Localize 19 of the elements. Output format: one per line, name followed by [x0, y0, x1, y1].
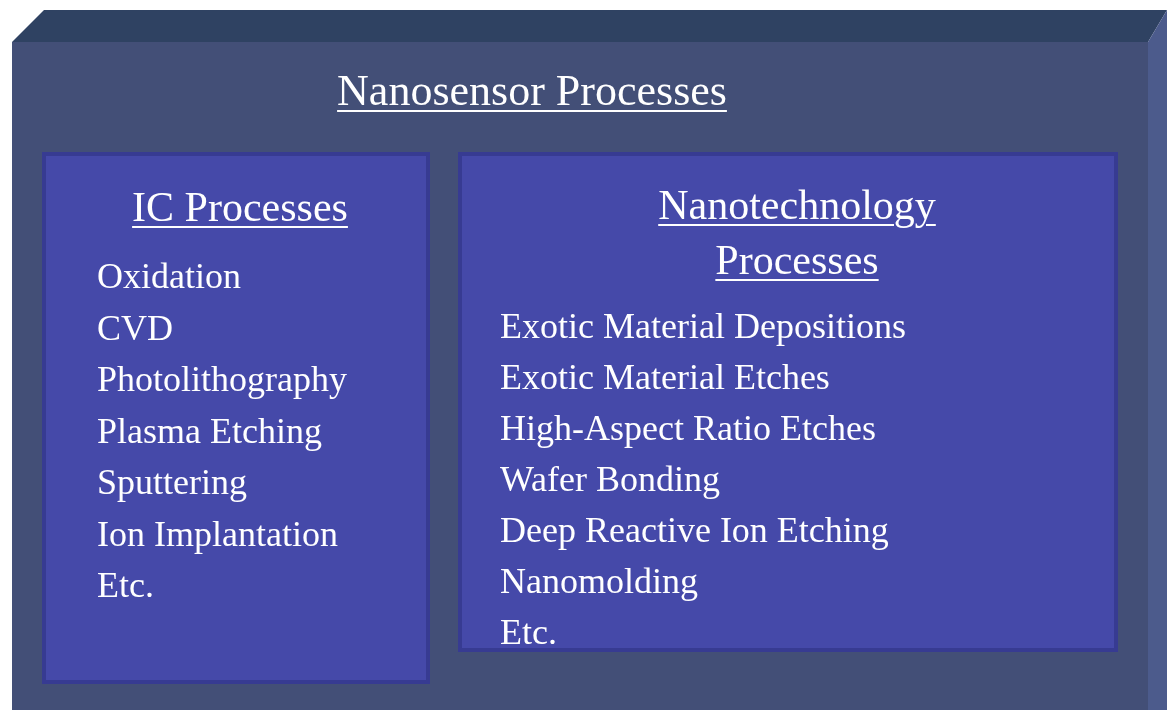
- list-item: Ion Implantation: [97, 513, 338, 555]
- panel-box: [458, 152, 1118, 652]
- list-item: Etc.: [97, 565, 154, 607]
- list-item: Plasma Etching: [97, 410, 322, 452]
- panel-box: [42, 152, 430, 684]
- list-item: Exotic Material Etches: [500, 357, 830, 399]
- list-item: Deep Reactive Ion Etching: [500, 510, 889, 552]
- list-item: Wafer Bonding: [500, 459, 721, 501]
- list-item: Photolithography: [97, 359, 347, 401]
- list-item: Oxidation: [97, 256, 241, 298]
- list-item: High-Aspect Ratio Etches: [500, 408, 876, 450]
- list-item: Exotic Material Depositions: [500, 306, 906, 348]
- list-item: CVD: [97, 307, 173, 349]
- list-item: Etc.: [500, 612, 557, 654]
- heading: Nanosensor Processes: [336, 65, 728, 117]
- list-item: Sputtering: [97, 462, 247, 504]
- list-item: Nanomolding: [500, 561, 698, 603]
- heading: Nanotechnology Processes: [657, 181, 937, 285]
- heading: IC Processes: [131, 183, 349, 232]
